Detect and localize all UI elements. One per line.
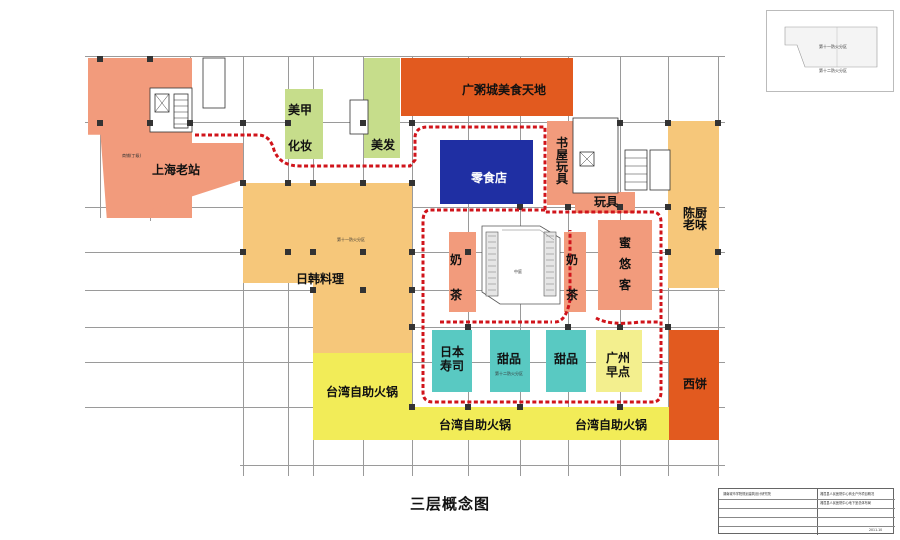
annotation-shop-small: 商铺(丁级) [122,153,142,158]
zone-guangzhou-food [401,58,573,116]
zone-chen-kitchen [668,121,719,288]
label-milk-tea-right: 奶茶 [566,253,579,302]
label-dessert-2: 甜品 [554,352,579,366]
label-dimsum-line2: 早点 [606,365,631,379]
label-xibing: 西饼 [683,377,708,391]
key-plan-label-1: 第十一防火分区 [819,44,847,49]
label-dimsum-line1: 广州 [606,351,631,365]
title-block-institute: 湖南城市学院规划建筑设计研究院 [723,492,771,496]
label-sushi-line2: 寿司 [440,359,465,373]
label-rihan: 日韩料理 [296,272,345,286]
label-meijia-top: 美甲 [288,103,313,117]
key-plan-label-2: 第十二防火分区 [819,68,847,73]
atrium-label: 中庭 [514,269,522,274]
zone-xibing [669,330,719,440]
annotation-fire-zone-11: 第十一防火分区 [337,237,365,242]
label-bookstore: 书屋玩具 [556,136,569,186]
label-dessert-1: 甜品 [497,352,522,366]
label-toys: 玩具 [594,195,619,209]
label-hotpot-right: 台湾自助火锅 [575,418,648,432]
label-cupcake: 蜜悠客 [619,236,632,292]
drawing-title: 三层概念图 [409,495,490,513]
label-sushi-line1: 日本 [440,345,465,359]
title-block: 湖南城市学院规划建筑设计研究院 湘潭县人民医院中心商业户外项目概况 湘潭县人民医… [718,488,895,535]
escalator-atrium: 中庭 [480,222,562,308]
title-block-date: 2011.10 [869,528,883,532]
zone-rihan [243,183,412,283]
zone-bookstore [547,121,576,205]
zone-rihan-lower [313,283,412,353]
annotation-fire-zone-12: 第十二防火分区 [495,371,523,376]
label-hotpot-mid: 台湾自助火锅 [439,418,512,432]
label-shanghai: 上海老站 [152,163,201,177]
key-plan: 第十一防火分区 第十二防火分区 [766,10,894,92]
label-zero-store: 零食店 [471,171,508,185]
label-meijia-bottom: 化妆 [288,139,313,153]
title-block-project: 湘潭县人民医院中心商业户外项目概况 [820,492,875,496]
zone-hotpot-left [313,353,412,440]
label-hotpot-left: 台湾自助火锅 [326,385,399,399]
label-chen-kitchen: 陈厨老味 [683,206,708,232]
label-milk-tea-left: 奶茶 [450,253,463,302]
label-meifa: 美发 [371,138,396,152]
label-guangzhou-food: 广粥城美食天地 [462,83,547,97]
title-block-drawing: 湘潭县人民医院中心地下室总体布局 [820,501,871,505]
zone-hotpot-bottom [412,407,669,440]
